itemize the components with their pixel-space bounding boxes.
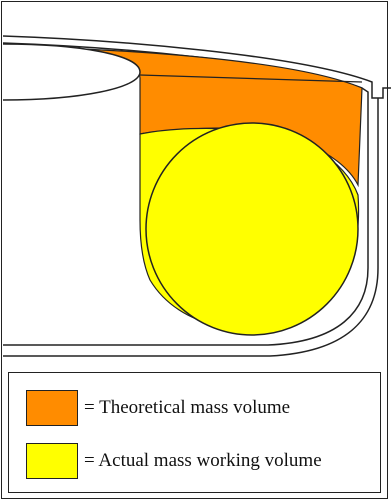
theoretical-swatch [26,390,78,426]
legend-item-theoretical: = Theoretical mass volume [26,390,290,426]
legend-label-theoretical: = Theoretical mass volume [84,397,291,418]
actual-swatch [26,443,78,479]
legend-item-actual: = Actual mass working volume [26,443,322,479]
legend-label-actual: = Actual mass working volume [84,450,322,471]
housing-outer-wall [2,35,391,357]
legend: = Theoretical mass volume = Actual mass … [8,372,381,493]
orange-top-line [139,74,363,83]
opening-ellipse [2,43,141,101]
rotor-circle [145,122,359,336]
